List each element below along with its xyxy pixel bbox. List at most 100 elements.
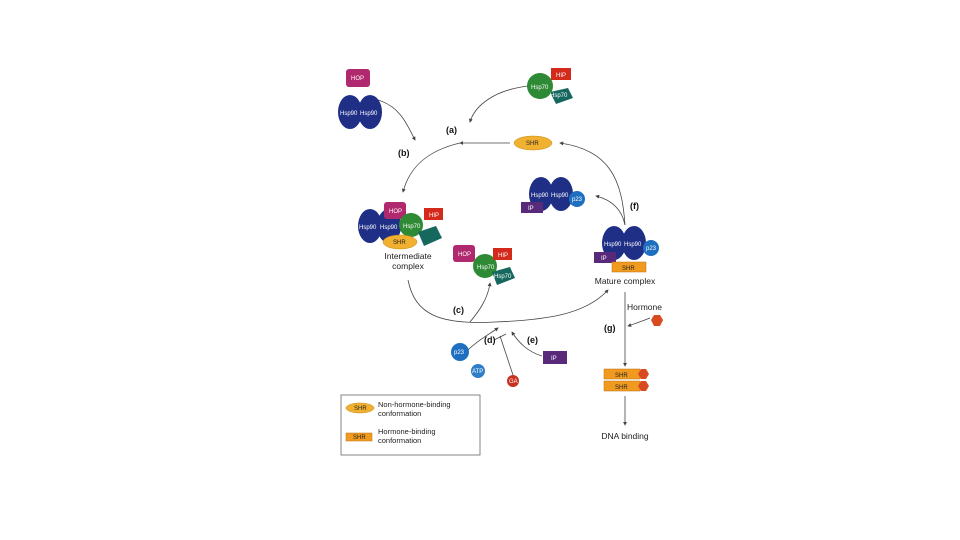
in-ip-label: IP	[551, 356, 557, 362]
ga-inhibition-bar	[493, 333, 507, 341]
arrow-d	[467, 327, 499, 351]
f-hsp90-label-1: Hsp90	[531, 193, 549, 199]
arrow-b	[377, 99, 416, 141]
released-hop-hsp70-hip: HOP Hsp70 HIP Hsp70	[453, 245, 515, 285]
rel-hip-block	[493, 248, 512, 260]
intermediate-complex-label-1: Intermediate	[384, 251, 432, 261]
legend-binding-2: conformation	[378, 436, 421, 445]
intermediate-complex: Hsp90 Hsp90 HOP Hsp70 HIP SHR Intermedia…	[358, 202, 443, 271]
step-g-label: (g)	[604, 323, 616, 333]
dimer-shr-bottom-label: SHR	[615, 385, 628, 391]
ic-shr-label: SHR	[393, 240, 406, 246]
hsp90-p23-ip-complex: Hsp90 Hsp90 p23 IP	[521, 177, 585, 213]
in-p23-circle	[451, 343, 469, 361]
ic-shr-ellipse	[382, 234, 418, 250]
ic-hop-label: HOP	[389, 209, 402, 215]
hsp70-tail-label: Hsp70	[550, 93, 568, 99]
ic-hsp90-label-1: Hsp90	[359, 225, 377, 231]
hormone-hexagon	[651, 315, 663, 326]
dimer-hormone-top	[638, 369, 649, 379]
arrow-hormone	[627, 317, 651, 327]
step-f-label: (f)	[630, 201, 639, 211]
mc-p23-label: p23	[646, 246, 657, 252]
hsp90-left-lobe	[338, 95, 362, 129]
in-p23-label: p23	[454, 350, 465, 356]
hsp70-sphere	[527, 73, 553, 99]
arrow-e	[511, 331, 543, 357]
legend-non-binding-2: conformation	[378, 409, 421, 418]
arrow-a	[468, 85, 529, 123]
mc-hsp90-label-2: Hsp90	[624, 242, 642, 248]
ga-circle	[507, 375, 519, 387]
step-labels: (a) (b) (c) (d) (e) (f) (g)	[398, 125, 639, 345]
dimer-shr-top-label: SHR	[615, 373, 628, 379]
legend-active-swatch	[345, 432, 373, 442]
hsp90-label-2: Hsp90	[360, 111, 378, 117]
mc-hsp90-label-1: Hsp90	[604, 242, 622, 248]
hsp90-label-1: Hsp90	[340, 111, 358, 117]
ic-hip-label: HIP	[429, 213, 439, 219]
legend-active-shr: SHR	[353, 435, 366, 441]
mature-complex: Hsp90 Hsp90 p23 IP SHR Mature complex	[594, 226, 659, 286]
mc-shr-label: SHR	[622, 266, 635, 272]
ic-hsp70-label: Hsp70	[403, 224, 421, 230]
hop-hsp90-complex: HOP Hsp90 Hsp90	[338, 69, 382, 129]
ic-hop-block	[384, 202, 406, 219]
legend: SHR Non-hormone-binding conformation SHR…	[340, 394, 481, 456]
ic-hsp70-sphere	[399, 213, 423, 237]
legend-inactive-swatch	[345, 402, 375, 414]
step-d-label: (d)	[484, 335, 496, 345]
f-ip-block	[521, 202, 543, 213]
atp-label: ATP	[472, 369, 483, 375]
hormone-label: Hormone	[627, 302, 662, 312]
rel-hsp70-sphere	[473, 254, 497, 278]
cycle-arrows	[377, 85, 651, 426]
rel-hop-block	[453, 245, 475, 262]
arrow-to-intermediate	[401, 142, 461, 193]
shr-dimer: SHR SHR DNA binding	[601, 368, 649, 441]
step-b-label: (b)	[398, 148, 410, 158]
mc-hsp90-right	[622, 226, 646, 260]
f-ip-label: IP	[528, 206, 534, 212]
ga-label: GA	[509, 379, 518, 385]
step-a-label: (a)	[446, 125, 457, 135]
incoming-factors: p23 ATP GA IP	[451, 343, 567, 387]
hsp70-tail	[550, 88, 573, 104]
shr-ellipse	[513, 135, 553, 151]
mature-complex-label: Mature complex	[595, 276, 656, 286]
ic-hsp70-tail	[418, 226, 442, 246]
dimer-hormone-bottom	[638, 381, 649, 391]
mc-ip-block	[594, 252, 616, 263]
shr-label: SHR	[526, 141, 539, 147]
mc-shr-block	[611, 261, 647, 273]
rel-hip-label: HIP	[498, 253, 508, 259]
ic-hip-block	[424, 208, 443, 220]
intermediate-complex-label-2: complex	[392, 261, 424, 271]
rel-hsp70-tail-label: Hsp70	[494, 274, 512, 280]
arrow-c	[407, 279, 609, 323]
legend-binding-1: Hormone-binding	[378, 427, 436, 436]
hormone-group: Hormone	[627, 302, 663, 326]
f-p23-circle	[569, 191, 585, 207]
mc-hsp90-left	[602, 226, 626, 260]
step-e-label: (e)	[527, 335, 538, 345]
hip-label: HIP	[556, 73, 566, 79]
arrow-return-shr	[559, 141, 626, 226]
hsp70-hip-complex-top: Hsp70 HIP Hsp70	[527, 68, 573, 104]
rel-hsp70-tail	[492, 267, 515, 285]
f-hsp90-right	[549, 177, 573, 211]
hip-block	[551, 68, 571, 80]
legend-non-binding-1: Non-hormone-binding	[378, 400, 451, 409]
ga-inhibition-line	[499, 335, 514, 376]
hop-label: HOP	[351, 76, 364, 82]
ic-hsp90-left	[358, 209, 382, 243]
step-c-label: (c)	[453, 305, 464, 315]
legend-inactive-shr: SHR	[354, 406, 367, 412]
dna-binding-label: DNA binding	[601, 431, 649, 441]
f-p23-label: p23	[572, 197, 583, 203]
in-ip-block	[543, 351, 567, 364]
rel-hop-label: HOP	[458, 252, 471, 258]
f-hsp90-label-2: Hsp90	[551, 193, 569, 199]
hsp70-label: Hsp70	[531, 85, 549, 91]
